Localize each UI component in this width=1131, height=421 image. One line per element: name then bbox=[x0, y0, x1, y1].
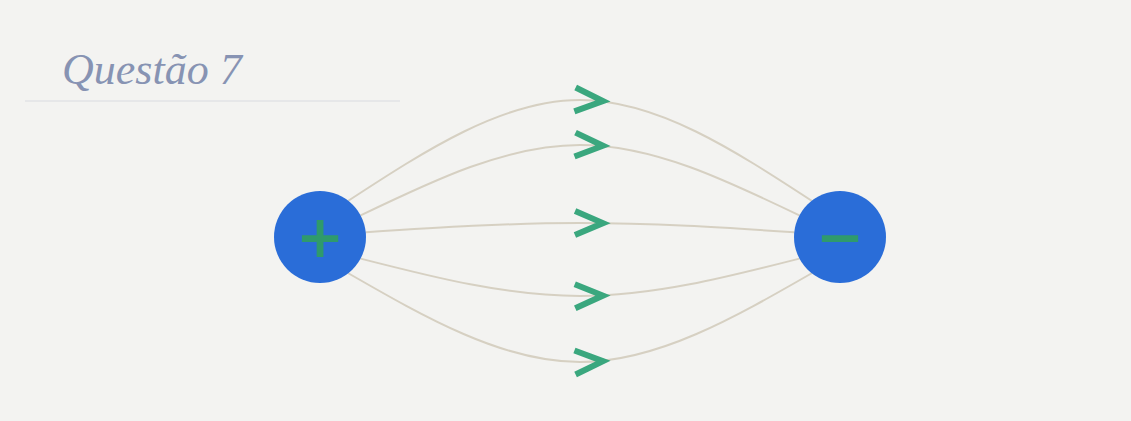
charge-sign: − bbox=[816, 208, 865, 266]
field-line bbox=[348, 100, 811, 201]
field-line bbox=[361, 259, 800, 296]
field-line-group bbox=[366, 211, 795, 235]
charge-circle: + bbox=[274, 191, 366, 283]
arrowhead bbox=[575, 211, 603, 235]
ruled-line bbox=[25, 101, 400, 102]
charge-circle: − bbox=[794, 191, 886, 283]
field-line bbox=[348, 273, 811, 362]
field-line-group bbox=[361, 259, 800, 309]
field-line-group bbox=[361, 133, 800, 216]
field-line-group bbox=[348, 273, 811, 374]
title: Questão 7 bbox=[62, 44, 242, 97]
arrowhead bbox=[575, 284, 604, 309]
charge-sign: + bbox=[296, 208, 345, 266]
arrowhead bbox=[574, 349, 603, 374]
arrowhead bbox=[574, 87, 603, 113]
arrowhead bbox=[574, 133, 603, 158]
